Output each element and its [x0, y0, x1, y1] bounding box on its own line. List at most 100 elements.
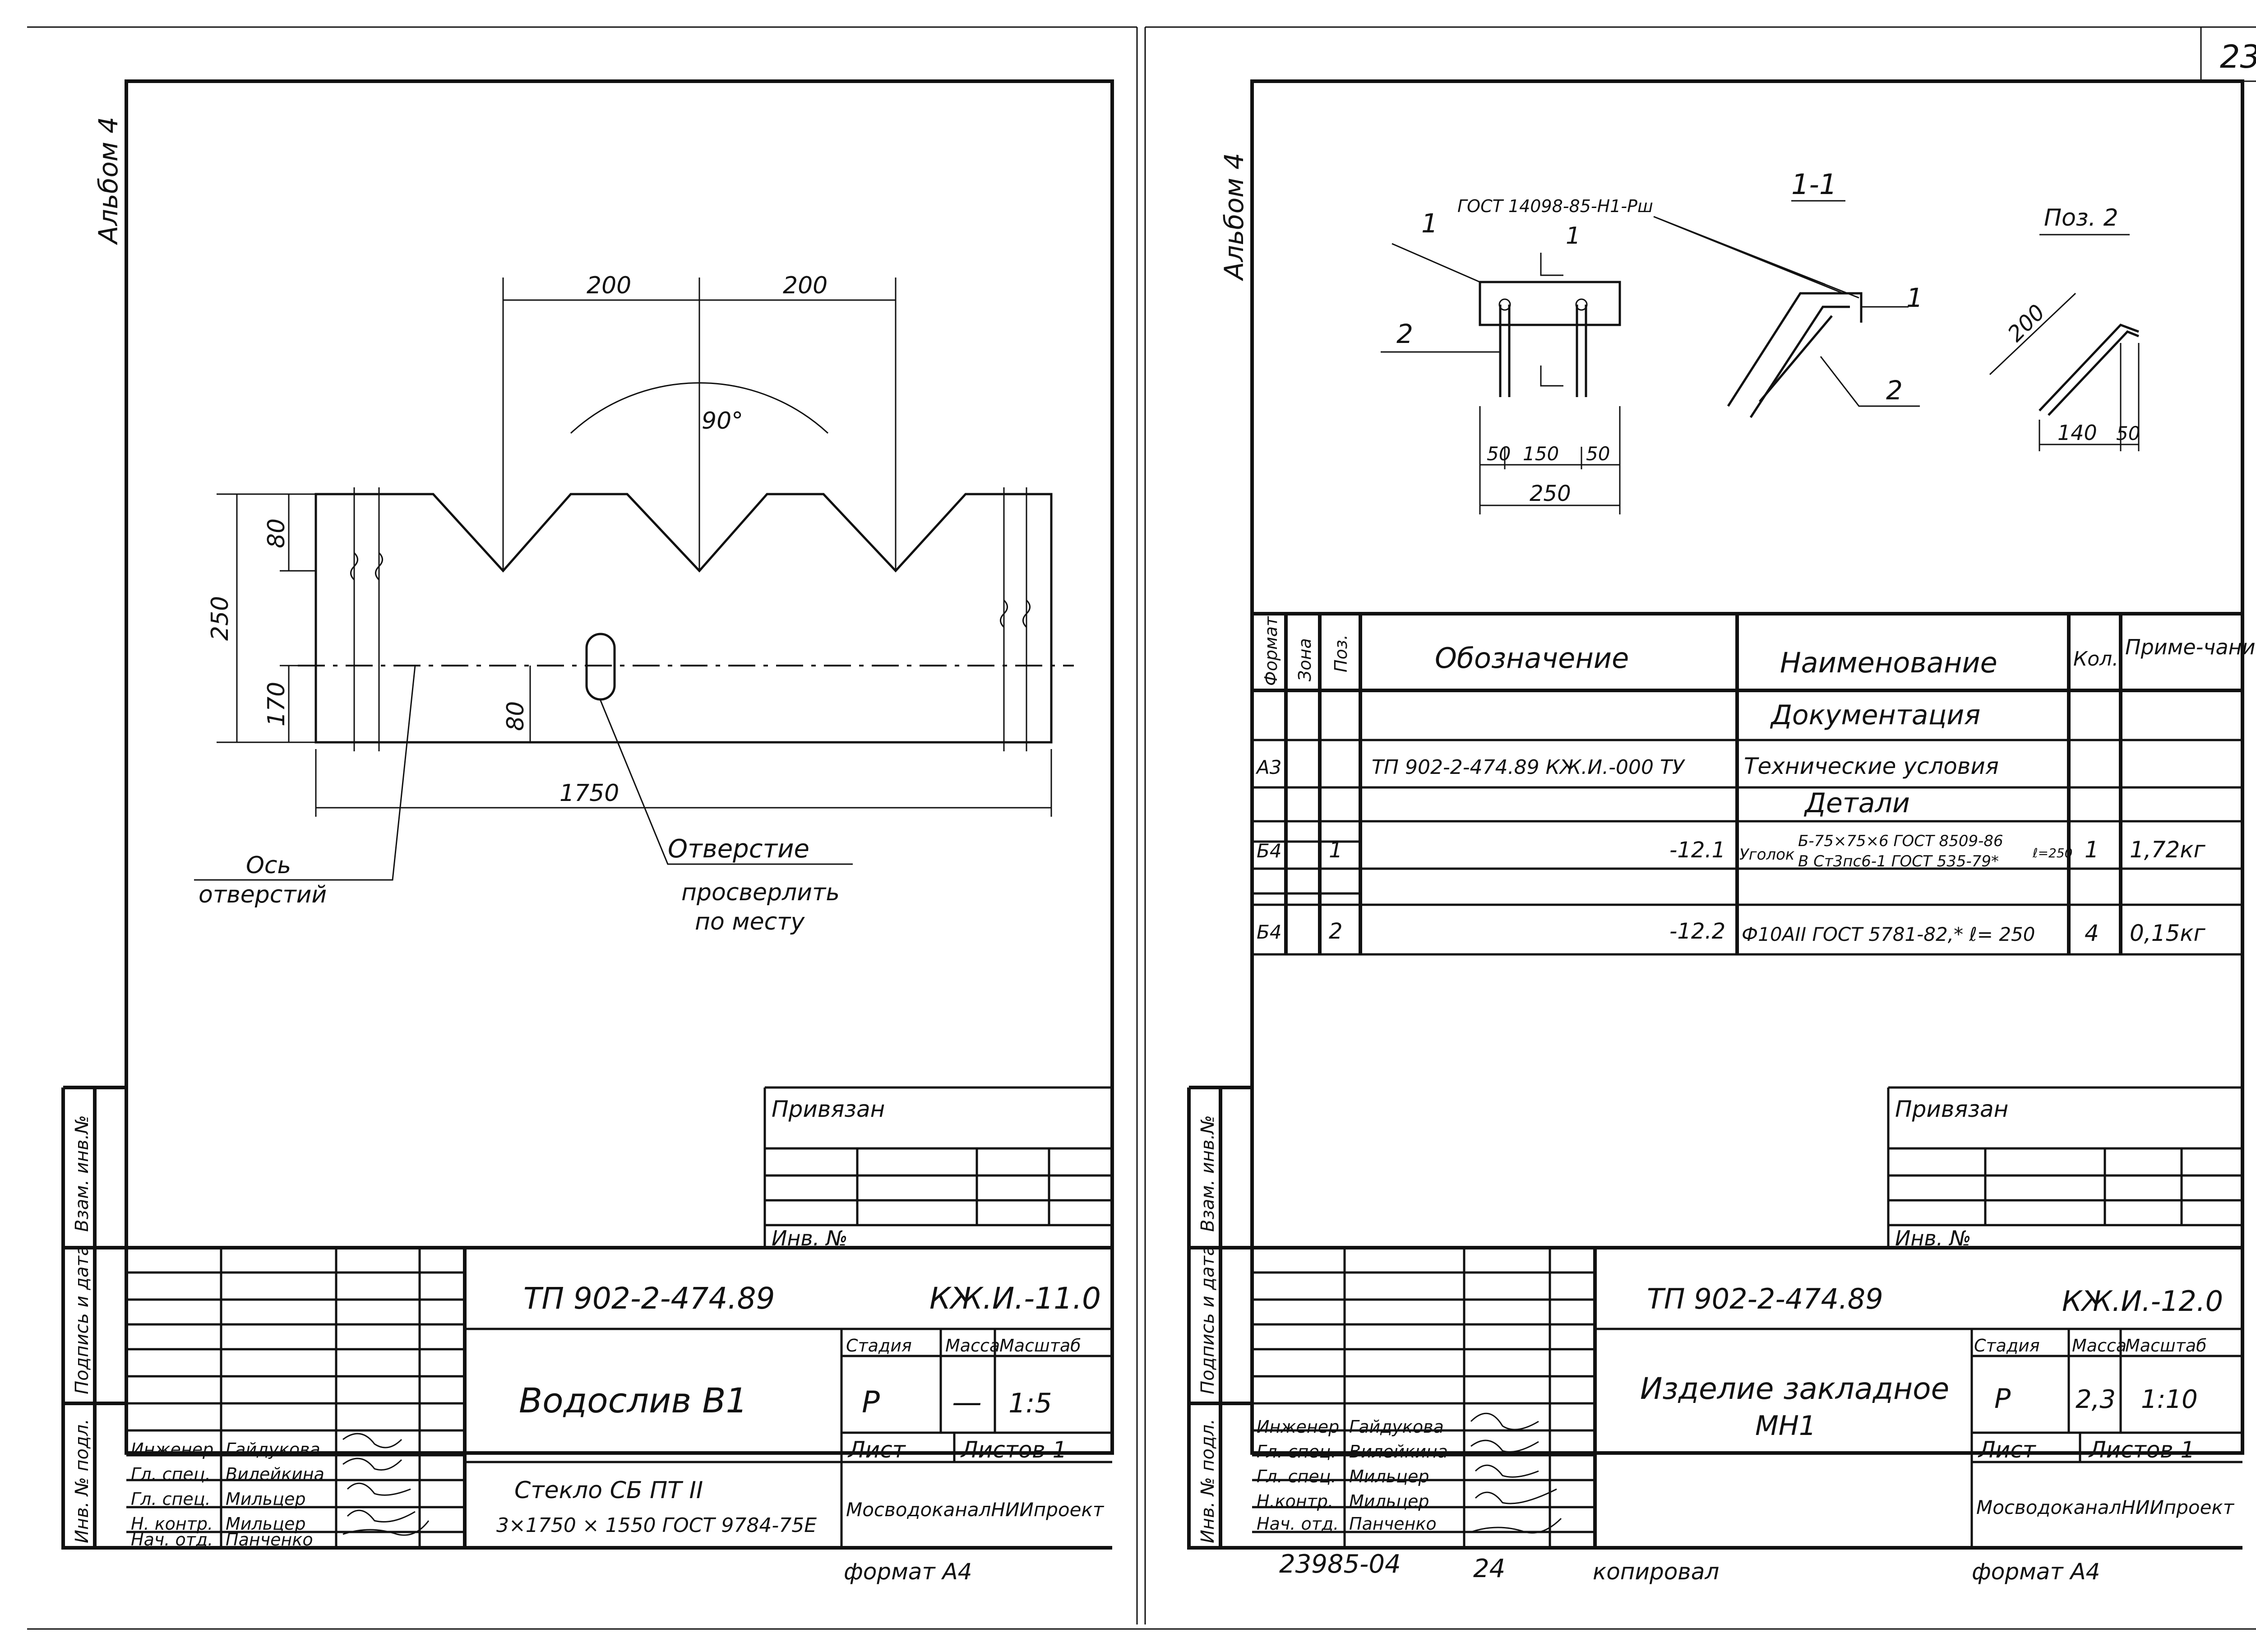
right-title-block: ТП 902-2-474.89 КЖ.И.-12.0 Изделие закла…: [1252, 1246, 2242, 1550]
section-leader-1: 1: [1906, 282, 1923, 313]
leader-2: 2: [1396, 319, 1413, 349]
dim-50-c: 50: [2116, 422, 2140, 444]
spec-h-name: Наименование: [1780, 646, 1997, 679]
right-side-strip: Взам. инв.№ Подпись и дата Инв. № подл.: [1187, 1086, 1252, 1550]
right-format: формат А4: [1972, 1559, 2100, 1585]
left-binding-block: Привязан Инв. №: [763, 1086, 1112, 1250]
axis-label-2: отверстий: [199, 881, 327, 908]
spec-r1-name-b: Б-75×75×6 ГОСТ 8509-86: [1798, 832, 2003, 850]
dim-50-a: 50: [1487, 443, 1511, 465]
right-name-0: Гайдукова: [1349, 1417, 1444, 1437]
spec-h-zone: Зона: [1295, 638, 1315, 681]
spec-r2-pos: 2: [1329, 919, 1343, 944]
dim-angle: 90°: [702, 407, 743, 435]
section-label: 1-1: [1791, 168, 1837, 201]
right-scale: 1:10: [2141, 1385, 2198, 1414]
left-mass-h: Масса: [945, 1336, 1000, 1356]
dim-80-hole: 80: [502, 701, 529, 731]
spec-r1-name-a: Уголок: [1739, 846, 1795, 864]
left-org: МосводоканалНИИпроект: [846, 1499, 1105, 1521]
left-material-1: Стекло СБ ПТ II: [514, 1477, 703, 1504]
spec-section-docs: Документация: [1770, 699, 1980, 731]
right-role-2: Гл. спец.: [1257, 1467, 1336, 1486]
dim-250: 250: [207, 596, 234, 641]
right-binding-block: Привязан Инв. №: [1887, 1086, 2242, 1250]
left-code: ТП 902-2-474.89: [523, 1281, 775, 1316]
leader-1: 1: [1421, 208, 1438, 239]
right-album-label: Альбом 4: [1219, 153, 1249, 282]
spec-h-note: Приме-чание: [2125, 635, 2256, 659]
right-product-name-2: МН1: [1755, 1410, 1816, 1442]
left-scale: 1:5: [1008, 1388, 1052, 1419]
right-name-4: Панченко: [1349, 1514, 1437, 1534]
spec-doc-format: А3: [1255, 756, 1281, 778]
right-name-3: Мильцер: [1349, 1491, 1429, 1511]
right-org: МосводоканалНИИпроект: [1976, 1496, 2235, 1518]
dim-150: 150: [1523, 443, 1559, 465]
left-name-4: Панченко: [226, 1530, 313, 1550]
footer-copied: копировал: [1593, 1559, 1719, 1585]
hole-label-1: Отверстие: [668, 834, 809, 864]
left-sheet-code: КЖ.И.-11.0: [929, 1281, 1101, 1316]
left-name-3: Мильцер: [226, 1514, 306, 1534]
dim-170: 170: [263, 682, 290, 727]
cut-label: 1: [1566, 222, 1581, 250]
spec-section-details: Детали: [1803, 787, 1910, 819]
right-name-2: Мильцер: [1349, 1467, 1429, 1486]
left-signatures: [342, 1433, 430, 1536]
spec-r1-designation: -12.1: [1669, 838, 1725, 863]
left-sheets-h: Листов 1: [960, 1437, 1067, 1463]
dim-140: 140: [2057, 421, 2097, 445]
pos2-label: Поз. 2: [2044, 204, 2118, 231]
spec-r2-name: Ф10АII ГОСТ 5781-82,* ℓ= 250: [1742, 923, 2035, 945]
dim-1750: 1750: [559, 780, 619, 807]
spec-r2-qty: 4: [2085, 920, 2099, 946]
page-number: 23: [2220, 38, 2256, 75]
left-sheet-h: Лист: [847, 1437, 906, 1463]
right-stage-h: Стадия: [1974, 1336, 2040, 1356]
specification-table: Формат Зона Поз. Обозначение Наименовани…: [1252, 612, 2256, 956]
right-side-b: Подпись и дата: [1197, 1245, 1218, 1394]
spec-r2-note: 0,15кг: [2130, 920, 2206, 946]
right-sheet-h: Лист: [1978, 1437, 2037, 1463]
spec-doc-name: Технические условия: [1744, 753, 1999, 779]
right-mass: 2,3: [2076, 1385, 2116, 1414]
weir-plate-drawing: 200 200 90° 80 250 170 80 1750 Ось отвер…: [194, 272, 1074, 935]
right-product-name-1: Изделие закладное: [1640, 1371, 1949, 1406]
right-role-3: Н.контр.: [1257, 1491, 1333, 1511]
spec-h-format: Формат: [1261, 615, 1281, 686]
spec-r2-format: Б4: [1257, 921, 1282, 943]
left-format: формат А4: [844, 1559, 972, 1585]
left-name-0: Гайдукова: [226, 1439, 320, 1459]
spec-doc-designation: ТП 902-2-474.89 КЖ.И.-000 ТУ: [1372, 756, 1686, 779]
left-stage: Р: [862, 1385, 880, 1420]
left-product-name: Водослив В1: [519, 1380, 748, 1421]
right-mass-h: Масса: [2072, 1336, 2127, 1356]
right-frame: [1250, 79, 2244, 1455]
dim-50-b: 50: [1586, 443, 1610, 465]
left-role-2: Гл. спец.: [131, 1489, 211, 1509]
gost-label: ГОСТ 14098-85-Н1-Рш: [1457, 196, 1653, 216]
dim-200-left: 200: [587, 272, 631, 299]
right-role-1: Гл. спец.: [1257, 1442, 1336, 1462]
spec-r1-name-d: ℓ=250: [2032, 846, 2072, 861]
left-mass: —: [952, 1385, 982, 1420]
left-role-3: Н. контр.: [131, 1514, 213, 1534]
left-side-a: Взам. инв.№: [72, 1115, 92, 1232]
left-role-1: Гл. спец.: [131, 1464, 211, 1484]
dim-200-r: 200: [2003, 300, 2050, 347]
section-leader-2: 2: [1886, 375, 1903, 406]
left-stage-h: Стадия: [846, 1336, 912, 1356]
spec-r1-note: 1,72кг: [2130, 837, 2206, 863]
spec-h-pos: Поз.: [1331, 634, 1351, 672]
left-name-2: Мильцер: [226, 1489, 306, 1509]
left-album-label: Альбом 4: [93, 117, 124, 245]
right-sheets-h: Листов 1: [2088, 1437, 2195, 1463]
left-material-2: 3×1750 × 1550 ГОСТ 9784-75Е: [496, 1514, 817, 1537]
right-stage: Р: [1994, 1383, 2011, 1415]
spec-h-designation: Обозначение: [1435, 642, 1629, 675]
right-scale-h: Масштаб: [2125, 1336, 2207, 1356]
left-frame: [125, 79, 1114, 1455]
embedded-part-drawing: ГОСТ 14098-85-Н1-Рш 1-1 Поз. 2 1 2 1 1 2…: [1381, 168, 2140, 514]
